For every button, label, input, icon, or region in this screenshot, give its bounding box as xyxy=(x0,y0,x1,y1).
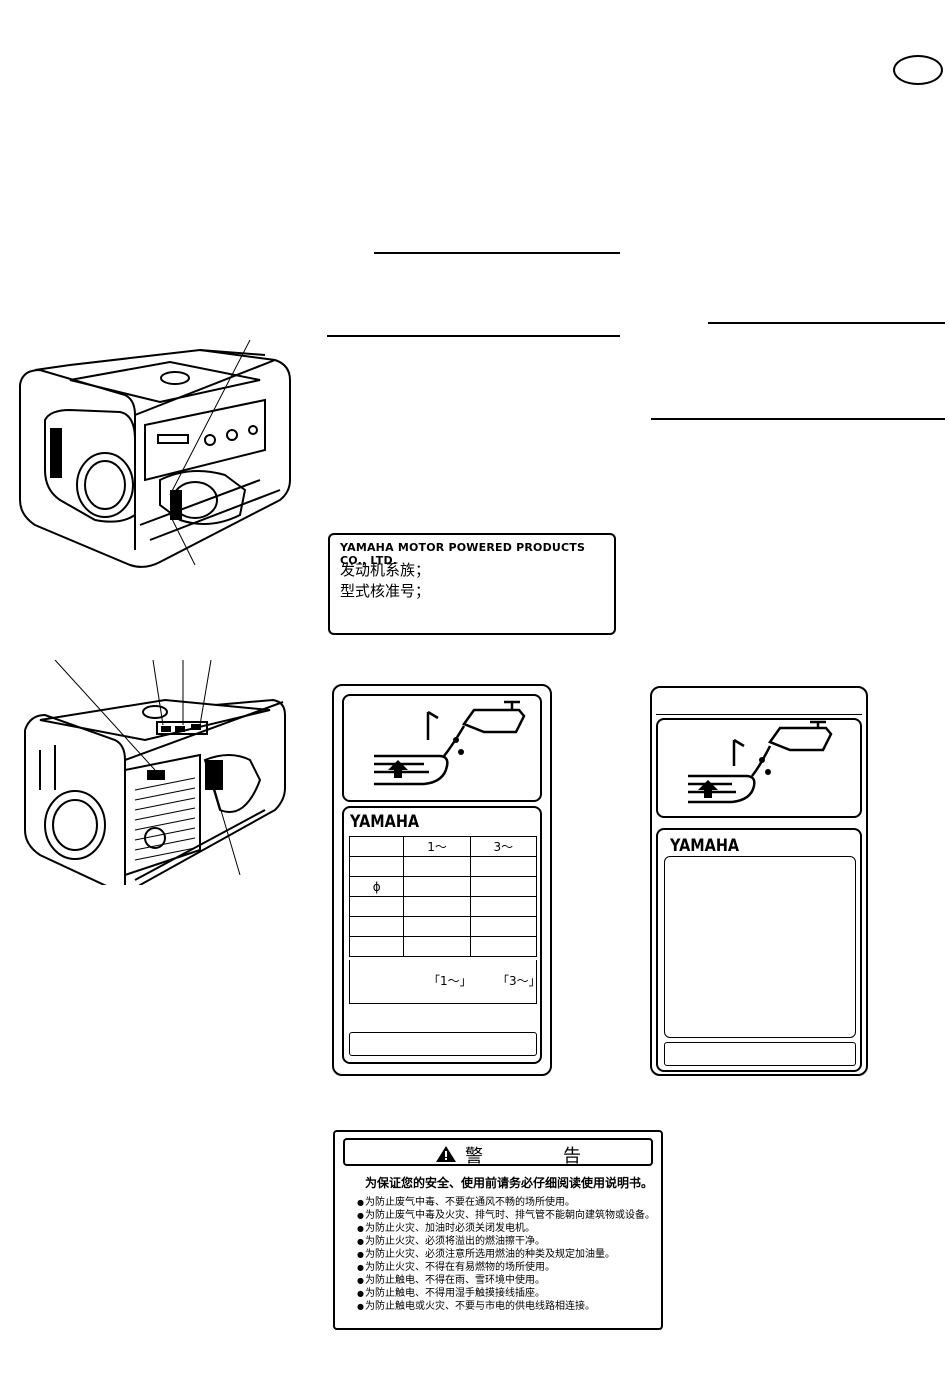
divider-rule xyxy=(327,335,620,337)
spec-table: 1～ 3～ ϕ xyxy=(348,836,538,957)
yamaha-brand: YAMAHA xyxy=(670,836,740,856)
table-cell xyxy=(348,896,405,917)
phase-note-3: 「3～」 xyxy=(497,974,541,988)
warning-triangle-icon xyxy=(436,1146,456,1162)
table-cell xyxy=(348,916,405,937)
warning-list: 为防止废气中毒、不要在通风不畅的场所使用。 为防止废气中毒及火灾、排气时、排气管… xyxy=(357,1196,655,1313)
spec-panel: YAMAHA 1～ 3～ ϕ 「1～」 「3～」 xyxy=(342,806,542,1064)
divider-rule xyxy=(374,252,620,254)
table-row xyxy=(348,936,538,957)
list-item: 为防止触电或火灾、不要与市电的供电线路相连接。 xyxy=(357,1300,655,1313)
text-area xyxy=(664,856,856,1038)
list-item: 为防止触电、不得在雨、雪环境中使用。 xyxy=(357,1274,655,1287)
table-cell xyxy=(348,856,405,877)
oil-warning-panel xyxy=(656,718,862,818)
table-row xyxy=(348,916,538,937)
model-label: YAMAHA MOTOR POWERED PRODUCTS CO., LTD. … xyxy=(328,533,616,635)
top-strip xyxy=(656,692,862,715)
spec-frame xyxy=(349,960,537,1004)
list-item: 为防止火灾、必须注意所选用燃油的种类及规定加油量。 xyxy=(357,1248,655,1261)
list-item: 为防止火灾、不得在有易燃物的场所使用。 xyxy=(357,1261,655,1274)
generator-illustration-front xyxy=(19,340,291,568)
warning-label: 警 告 为保证您的安全、使用前请务必仔细阅读使用说明书。 为防止废气中毒、不要在… xyxy=(333,1130,663,1330)
output-label: YAMAHA 1～ 3～ ϕ 「1～」 「3～」 xyxy=(332,684,552,1076)
language-tab xyxy=(893,55,943,85)
oil-warning-panel xyxy=(342,694,542,802)
table-cell: 1～ xyxy=(403,836,471,857)
engine-family-label: 发动机系族； xyxy=(340,561,431,579)
phase-note-1: 「1～」 xyxy=(428,974,472,988)
info-panel: YAMAHA xyxy=(656,828,862,1072)
table-cell xyxy=(348,836,405,857)
table-row: ϕ xyxy=(348,876,538,897)
oil-label: YAMAHA xyxy=(650,686,868,1076)
warning-intro: 为保证您的安全、使用前请务必仔细阅读使用说明书。 xyxy=(365,1176,654,1190)
bottom-strip xyxy=(349,1032,537,1056)
company-name: YAMAHA MOTOR POWERED PRODUCTS CO., LTD. xyxy=(340,541,586,567)
oil-can-icon xyxy=(374,700,526,786)
divider-rule xyxy=(708,322,945,324)
list-item: 为防止触电、不得用湿手触摸接线插座。 xyxy=(357,1287,655,1300)
divider-rule xyxy=(651,418,945,420)
warning-title: 告 xyxy=(563,1146,581,1167)
list-item: 为防止废气中毒及火灾、排气时、排气管不能朝向建筑物或设备。 xyxy=(357,1209,655,1222)
table-cell: 3～ xyxy=(469,836,538,857)
list-item: 为防止火灾、必须将溢出的燃油擦干净。 xyxy=(357,1235,655,1248)
table-row: 1～ 3～ xyxy=(348,836,538,857)
table-cell: ϕ xyxy=(348,876,405,897)
warning-header: 警 告 xyxy=(343,1138,653,1167)
bottom-strip xyxy=(664,1042,856,1066)
approval-number-label: 型式核准号； xyxy=(340,582,431,600)
list-item: 为防止废气中毒、不要在通风不畅的场所使用。 xyxy=(357,1196,655,1209)
oil-can-icon xyxy=(688,720,833,804)
table-row xyxy=(348,896,538,917)
yamaha-brand: YAMAHA xyxy=(350,812,420,832)
table-row xyxy=(348,856,538,877)
list-item: 为防止火灾、加油时必须关闭发电机。 xyxy=(357,1222,655,1235)
warning-title: 警 xyxy=(465,1146,485,1167)
generator-illustration-side xyxy=(24,660,286,885)
